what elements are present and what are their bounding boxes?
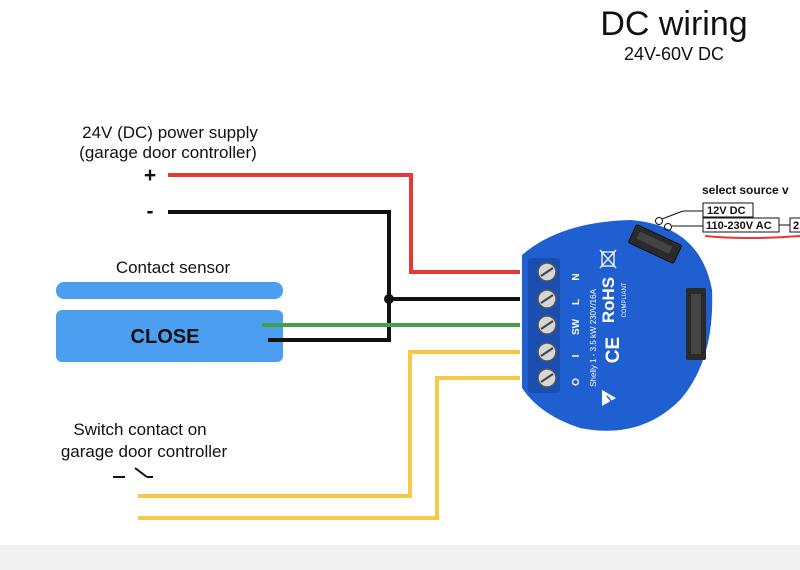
screw-N (537, 262, 557, 282)
device-body (522, 220, 713, 431)
terminal-label-O: O (571, 378, 582, 386)
ce-mark: CE (603, 337, 624, 363)
terminal-label-SW: SW (571, 318, 582, 335)
screw-SW (537, 315, 557, 335)
sensor-magnet-bar (56, 282, 283, 299)
wire-switch-a (138, 350, 520, 498)
weee-bin-icon (599, 249, 617, 269)
shelly-device: N L SW I O Shelly 1 - 3.5 kW 230V/16A Ro… (522, 220, 713, 431)
rohs-compliant-text: COMPLIANT (622, 282, 628, 317)
device-model-text: Shelly 1 - 3.5 kW 230V/16A (589, 288, 598, 386)
screw-O (537, 368, 557, 388)
switch-contact-label-line1: Switch contact on (73, 420, 206, 439)
wiring-diagram: DC wiring 24V-60V DC 24V (DC) power supp… (56, 5, 800, 520)
source-option-ac: 110-230V AC (706, 220, 772, 232)
screw-I (537, 342, 557, 362)
screw-L (537, 289, 557, 309)
switch-symbol-icon (113, 467, 153, 478)
switch-contact-label-line2: garage door controller (61, 442, 228, 461)
wire-positive (168, 173, 520, 274)
sensor-body (56, 310, 283, 362)
source-selector-red-wire (704, 235, 800, 239)
side-connector (686, 288, 706, 360)
jumper-header (628, 224, 682, 264)
source-selector-callout-lines (655, 210, 790, 231)
source-option-12v-box (702, 202, 754, 218)
wire-switch-b (138, 376, 520, 520)
power-supply-label-line2: (garage door controller) (79, 143, 257, 162)
source-option-cut-box (789, 217, 800, 233)
terminal-screws (537, 262, 557, 388)
rohs-text: RoHS (599, 277, 618, 323)
diagram-canvas: DC wiring 24V-60V DC 24V (DC) power supp… (56, 5, 800, 520)
terminal-label-I: I (571, 354, 582, 357)
warning-triangle-icon (602, 390, 616, 406)
power-supply-label-line1: 24V (DC) power supply (82, 123, 258, 142)
wire-negative (168, 210, 391, 342)
diagram-title: DC wiring (600, 5, 747, 43)
bottom-margin-strip (0, 545, 800, 570)
source-option-ac-box (702, 217, 780, 233)
source-option-12v: 12V DC (707, 205, 746, 217)
wire-junction-dot (384, 294, 394, 304)
terminal-label-L: L (571, 299, 582, 305)
contact-sensor-label: Contact sensor (116, 258, 231, 277)
source-option-cut: 2 (793, 220, 799, 232)
diagram-subtitle: 24V-60V DC (624, 44, 724, 64)
minus-symbol: - (147, 200, 154, 223)
sensor-state-label: CLOSE (131, 326, 200, 348)
plus-symbol: + (144, 164, 156, 187)
terminal-label-N: N (571, 273, 582, 280)
source-selector-title: select source v (702, 183, 789, 197)
